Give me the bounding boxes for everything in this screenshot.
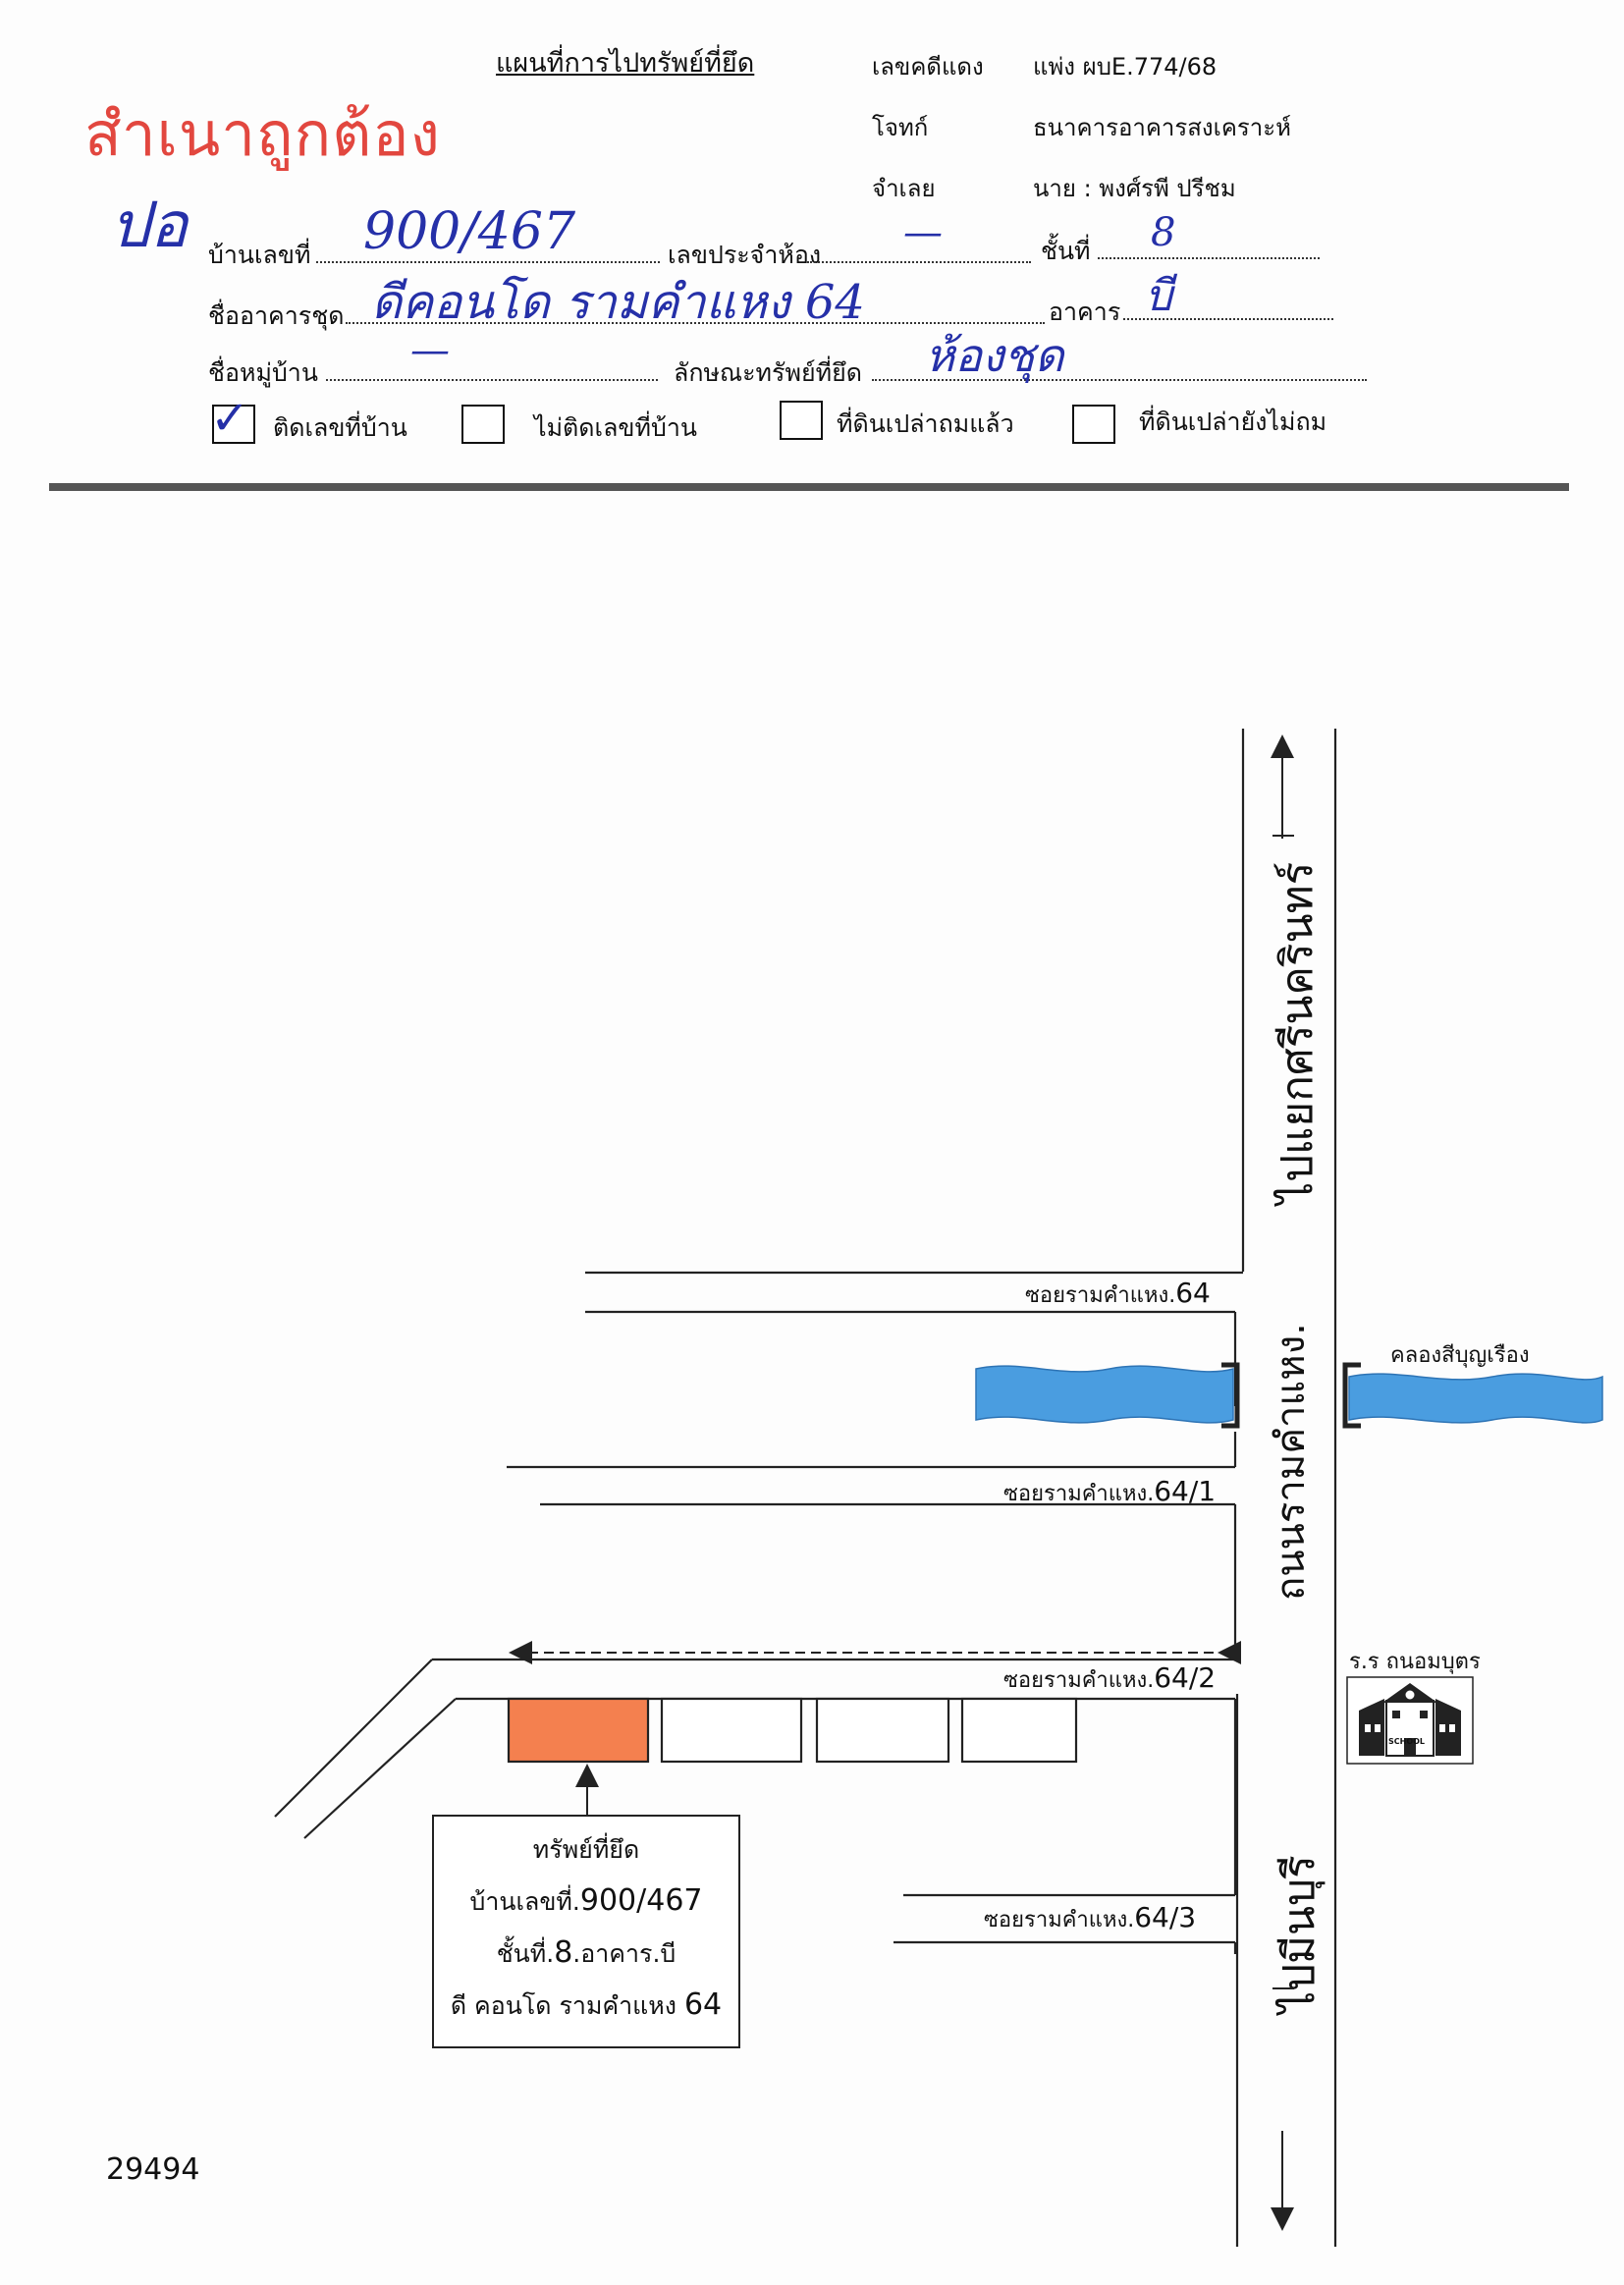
check-mark-icon: ✓ (210, 391, 250, 446)
village-name-value: — (410, 328, 450, 373)
option-vacant-land-unfilled: ที่ดินเปล่ายังไม่ถม (1139, 408, 1327, 436)
soi-64-2-label: ซอยรามคำแหง.64/2 (1003, 1661, 1217, 1694)
floor-label: ชั้นที่ (1041, 237, 1091, 265)
defendant-label: จำเลย (872, 175, 936, 202)
property-type-label: ลักษณะทรัพย์ที่ยึด (674, 358, 862, 387)
page-number: 29494 (106, 2152, 200, 2187)
property-info-condo-name: ดี คอนโด รามคำแหง 64 (450, 1987, 723, 2022)
property-type-value: ห้องชุด (925, 329, 1064, 382)
building-name-label: ชื่ออาคารชุด (208, 301, 345, 330)
option-house-number-attached: ติดเลขที่บ้าน (273, 413, 407, 442)
canal-label: คลองสีบุญเรือง (1390, 1343, 1530, 1368)
main-road-label: ถนนรามคำแหง. (1269, 1323, 1314, 1601)
school-sign: SCHOOL (1388, 1737, 1426, 1746)
to-srinagarindra-label: ไปแยกศรีนครินทร์ (1272, 861, 1323, 1204)
separator-rule (49, 483, 1569, 491)
handwritten-signature: ปอ (110, 190, 189, 262)
case-number-label: เลขคดีแดง (872, 53, 984, 81)
checkbox-vacant-land-unfilled[interactable] (1072, 405, 1115, 444)
plot-2 (660, 1697, 803, 1764)
school-icon (1346, 1676, 1474, 1765)
option-no-house-number: ไม่ติดเลขที่บ้าน (534, 413, 697, 442)
plaintiff-value: ธนาคารอาคารสงเคราะห์ (1033, 114, 1291, 141)
seized-property-info-box: ทรัพย์ที่ยึด บ้านเลขที่.900/467 ชั้นที่.… (432, 1815, 740, 2048)
checkbox-vacant-land-filled[interactable] (780, 401, 823, 440)
school-label: ร.ร ถนอมบุตร (1349, 1650, 1481, 1674)
house-number-label: บ้านเลขที่ (208, 241, 311, 269)
canal-east (1348, 1373, 1603, 1424)
floor-value: 8 (1151, 210, 1176, 255)
soi-64-3-label: ซอยรามคำแหง.64/3 (984, 1901, 1197, 1933)
checkbox-house-number-attached[interactable] (212, 405, 255, 444)
property-info-house-number: บ้านเลขที่.900/467 (469, 1883, 703, 1918)
document-title: แผนที่การไปทรัพย์ที่ยึด (496, 48, 755, 79)
building-value: บี (1145, 271, 1172, 321)
defendant-value: นาย : พงศ์รพี ปรีชม (1033, 175, 1236, 202)
plaintiff-label: โจทก์ (872, 114, 929, 141)
checkbox-no-house-number[interactable] (461, 405, 505, 444)
seized-property-plot (507, 1697, 650, 1764)
case-number-value: แพ่ง ผบE.774/68 (1033, 53, 1218, 81)
building-name-value: ดีคอนโด รามคำแหง 64 (371, 275, 865, 330)
plot-4 (960, 1697, 1078, 1764)
house-number-value: 900/467 (363, 202, 576, 261)
plot-3 (815, 1697, 950, 1764)
room-number-value: — (903, 210, 943, 255)
building-label: อาคาร (1049, 298, 1121, 326)
soi-64-label: ซอยรามคำแหง.64 (1025, 1277, 1211, 1309)
village-name-label: ชื่อหมู่บ้าน (208, 358, 318, 387)
option-vacant-land-filled: ที่ดินเปล่าถมแล้ว (837, 409, 1014, 438)
room-number-label: เลขประจำห้อง (668, 241, 822, 269)
canal-west (975, 1365, 1234, 1424)
certified-copy-stamp: สำเนาถูกต้อง (84, 98, 441, 170)
soi-64-1-label: ซอยรามคำแหง.64/1 (1003, 1475, 1217, 1507)
property-info-title: ทรัพย์ที่ยึด (532, 1835, 640, 1864)
property-info-floor-building: ชั้นที่.8.อาคาร.บี (496, 1935, 677, 1970)
